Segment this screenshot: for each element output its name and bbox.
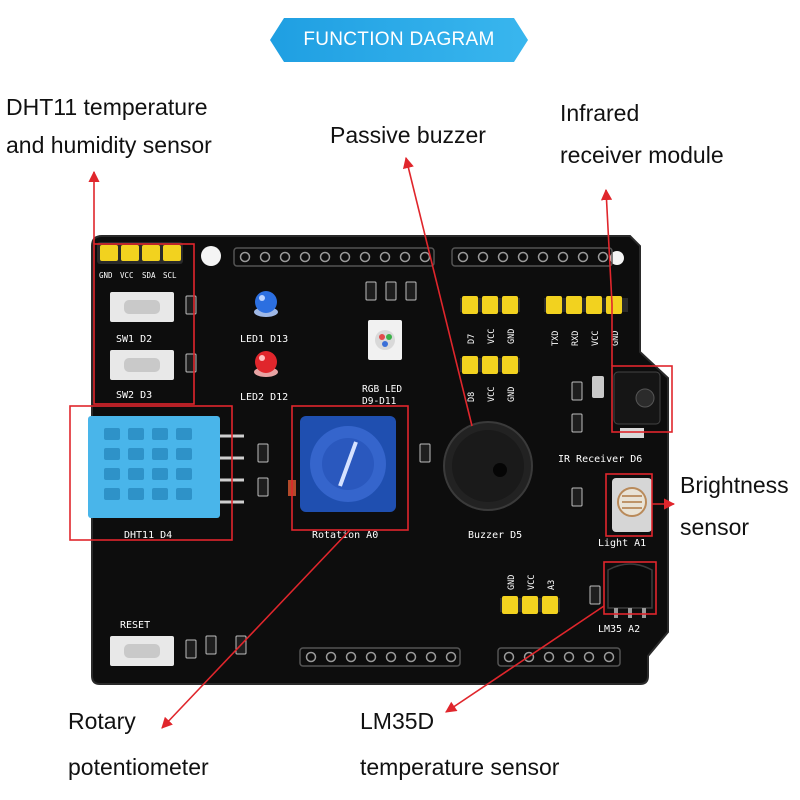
label-rgb-2: D9-D11: [362, 396, 397, 407]
label-dht: DHT11 D4: [124, 530, 172, 541]
mount-hole: [610, 251, 624, 265]
callout-brightness-line2: sensor: [680, 514, 750, 540]
svg-text:VCC: VCC: [487, 329, 497, 344]
callout-buzzer-line1: Passive buzzer: [330, 122, 486, 148]
svg-text:VCC: VCC: [527, 575, 537, 590]
rotary-potentiometer: [300, 416, 396, 512]
box-lm35: [603, 561, 657, 615]
svg-text:A3: A3: [547, 580, 557, 590]
svg-text:D8: D8: [467, 392, 477, 402]
arrow-rotary: [161, 529, 351, 729]
d8-labels: D8 VCC GND: [467, 387, 517, 402]
callout-brightness-line1: Brightness: [680, 472, 789, 498]
led2-red: [254, 351, 278, 377]
callout-rotary-line1: Rotary: [68, 708, 136, 734]
label-rgb-1: RGB LED: [362, 384, 402, 395]
svg-text:GND: GND: [507, 575, 517, 590]
top-header-left: [233, 247, 435, 267]
smd-resistor: [185, 639, 197, 659]
bottom-header-left: [299, 647, 461, 667]
callout-dht11: DHT11 temperature and humidity sensor: [6, 92, 212, 160]
lm35-sensor: [607, 563, 653, 618]
led1-blue: [254, 291, 278, 317]
reset-button: [110, 636, 174, 666]
label-led2: LED2 D12: [240, 392, 288, 403]
svg-text:GND: GND: [611, 331, 621, 346]
label-reset: RESET: [120, 620, 150, 631]
callout-lm35-line1: LM35D: [360, 708, 435, 734]
label-ir: IR Receiver D6: [558, 454, 642, 465]
d8-header: [460, 356, 520, 374]
svg-text:GND: GND: [507, 329, 517, 344]
arrow-lm35: [445, 605, 605, 713]
callout-infrared-line1: Infrared: [560, 100, 640, 126]
title: FUNCTION DAGRAM: [303, 29, 495, 50]
dht11-sensor: [88, 416, 244, 518]
label-led1: LED1 D13: [240, 334, 288, 345]
label-lm35: LM35 A2: [598, 624, 640, 635]
photoresistor: [612, 478, 652, 532]
box-led-area: [93, 243, 195, 405]
svg-text:GND: GND: [99, 271, 113, 280]
callout-lm35: LM35D temperature sensor: [360, 706, 559, 782]
i2c-labels: GND VCC SDA SCL: [99, 271, 177, 280]
button-sw2: [110, 350, 174, 380]
callout-brightness: Brightness sensor: [680, 470, 789, 542]
svg-text:VCC: VCC: [487, 387, 497, 402]
label-light: Light A1: [598, 538, 646, 549]
title-banner: [270, 18, 528, 62]
callout-arrows: [88, 156, 676, 729]
svg-text:RXD: RXD: [571, 331, 581, 346]
passive-buzzer: [443, 421, 533, 511]
callout-buzzer: Passive buzzer: [330, 120, 486, 150]
label-buzzer: Buzzer D5: [468, 530, 522, 541]
uart-labels: TXD RXD VCC GND: [551, 331, 621, 346]
a3-header: [500, 596, 560, 614]
callout-lm35-line2: temperature sensor: [360, 754, 560, 780]
d7-labels: D7 VCC GND: [467, 329, 517, 344]
svg-text:SDA: SDA: [142, 271, 156, 280]
callout-dht11-line1: DHT11 temperature: [6, 94, 208, 120]
d7-header: [460, 296, 520, 314]
svg-text:SCL: SCL: [163, 271, 177, 280]
i2c-header: [97, 242, 183, 264]
box-light: [605, 473, 653, 537]
a3-labels: GND VCC A3: [507, 575, 557, 590]
mount-hole: [201, 246, 221, 266]
svg-text:VCC: VCC: [120, 271, 134, 280]
uart-header: [544, 296, 628, 314]
svg-text:GND: GND: [507, 387, 517, 402]
smd-resistors: [185, 281, 601, 655]
callout-dht11-line2: and humidity sensor: [6, 132, 212, 158]
box-ir: [611, 365, 673, 433]
callout-rotary: Rotary potentiometer: [68, 706, 209, 782]
svg-text:TXD: TXD: [551, 331, 561, 346]
bottom-header-right: [497, 647, 621, 667]
rgb-led: [368, 320, 402, 360]
ir-receiver: [592, 371, 661, 438]
svg-text:VCC: VCC: [591, 331, 601, 346]
label-sw2: SW2 D3: [116, 390, 152, 401]
callout-infrared: Infrared receiver module: [560, 98, 724, 170]
svg-text:D7: D7: [467, 334, 477, 344]
button-sw1: [110, 292, 174, 322]
arrow-buzzer: [402, 156, 473, 427]
top-header-right: [451, 247, 613, 267]
callout-infrared-line2: receiver module: [560, 142, 724, 168]
box-dht11: [69, 405, 233, 541]
callout-rotary-line2: potentiometer: [68, 754, 209, 780]
arrow-infrared: [600, 188, 613, 366]
label-sw1: SW1 D2: [116, 334, 152, 345]
